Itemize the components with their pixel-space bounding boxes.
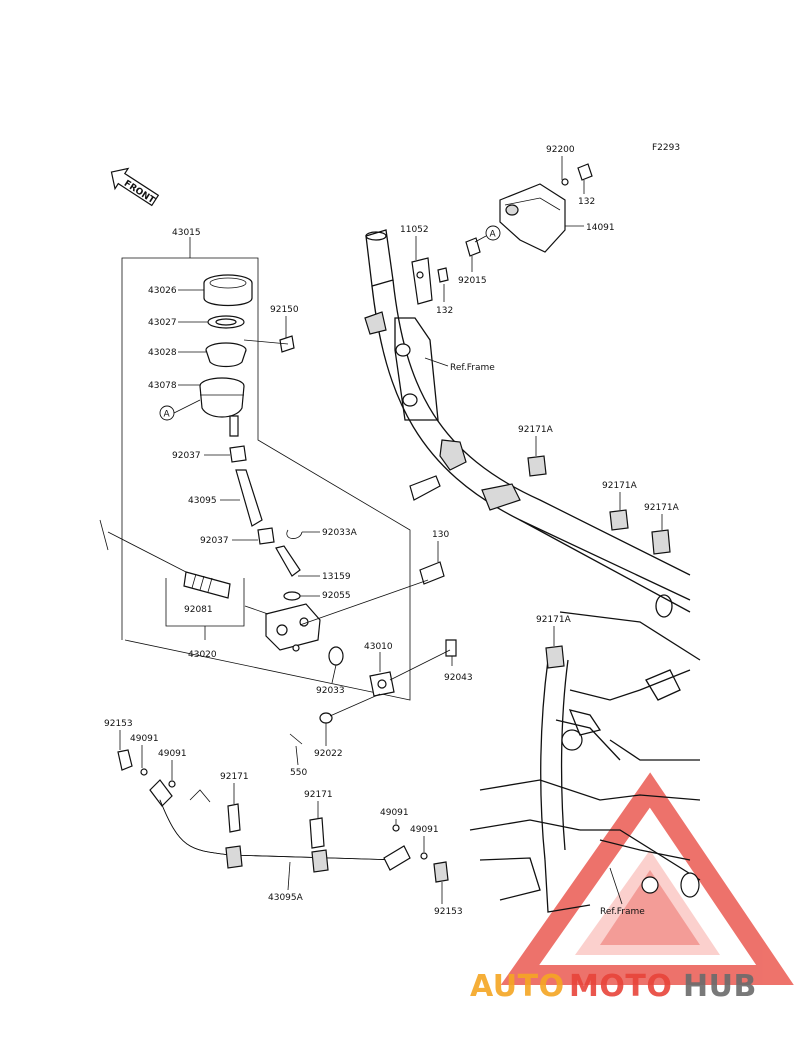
label-92200: 92200 (546, 145, 575, 155)
label-92043: 92043 (444, 673, 473, 683)
part-labels: 43015 43026 43027 43028 43078 92150 9203… (104, 145, 680, 917)
label-92171A-4: 92171A (536, 615, 572, 625)
ref-frame-label-lower: Ref.Frame (600, 907, 645, 917)
label-92037-lower: 92037 (200, 536, 229, 546)
label-132-lower: 132 (436, 306, 453, 316)
label-550: 550 (290, 768, 307, 778)
hose-assembly (117, 749, 449, 883)
label-130: 130 (432, 530, 449, 540)
clips-92171A (527, 455, 671, 669)
label-49091-d: 49091 (410, 825, 439, 835)
label-92081: 92081 (184, 605, 213, 615)
label-49091-b: 49091 (158, 749, 187, 759)
label-92171-a: 92171 (220, 772, 249, 782)
watermark-logo (500, 772, 794, 985)
label-92171-b: 92171 (304, 790, 333, 800)
label-43026: 43026 (148, 286, 177, 296)
callout-a-cover: A (474, 225, 501, 243)
front-arrow: FRONT (110, 167, 160, 206)
label-92055: 92055 (322, 591, 351, 601)
bracket-11052 (364, 237, 481, 335)
label-92171A-1: 92171A (518, 425, 554, 435)
motorcycle-frame (365, 229, 701, 913)
label-92033: 92033 (316, 686, 345, 696)
label-43020: 43020 (188, 650, 217, 660)
label-92171A-2: 92171A (602, 481, 638, 491)
label-13159: 13159 (322, 572, 351, 582)
label-132-upper: 132 (578, 197, 595, 207)
label-43010: 43010 (364, 642, 393, 652)
watermark-auto: AUTO (470, 969, 565, 1004)
diagram-code: F2293 (652, 143, 680, 153)
label-43028: 43028 (148, 348, 177, 358)
callout-a-text-2: A (490, 230, 497, 240)
label-49091-a: 49091 (130, 734, 159, 744)
label-14091: 14091 (586, 223, 615, 233)
label-43078: 43078 (148, 381, 177, 391)
watermark-text: AUTO MOTO HUB (470, 969, 757, 1004)
label-49091-c: 49091 (380, 808, 409, 818)
reservoir-parts (107, 274, 457, 745)
label-92150: 92150 (270, 305, 299, 315)
callout-a-reservoir: A (159, 399, 201, 421)
cover-14091 (499, 163, 593, 253)
label-43095: 43095 (188, 496, 217, 506)
label-92033A: 92033A (322, 528, 358, 538)
group-43015-outline (99, 237, 411, 701)
label-43015: 43015 (172, 228, 201, 238)
watermark-moto: MOTO (569, 969, 672, 1004)
label-43027: 43027 (148, 318, 177, 328)
label-92015: 92015 (458, 276, 487, 286)
label-92022: 92022 (314, 749, 343, 759)
callout-a-text: A (164, 410, 171, 420)
label-43095A: 43095A (268, 893, 304, 903)
label-92171A-3: 92171A (644, 503, 680, 513)
label-92153-left: 92153 (104, 719, 133, 729)
label-11052: 11052 (400, 225, 429, 235)
label-92037-upper: 92037 (172, 451, 201, 461)
watermark-hub: HUB (683, 969, 757, 1004)
ref-frame-label-upper: Ref.Frame (450, 363, 495, 373)
label-92153-right: 92153 (434, 907, 463, 917)
